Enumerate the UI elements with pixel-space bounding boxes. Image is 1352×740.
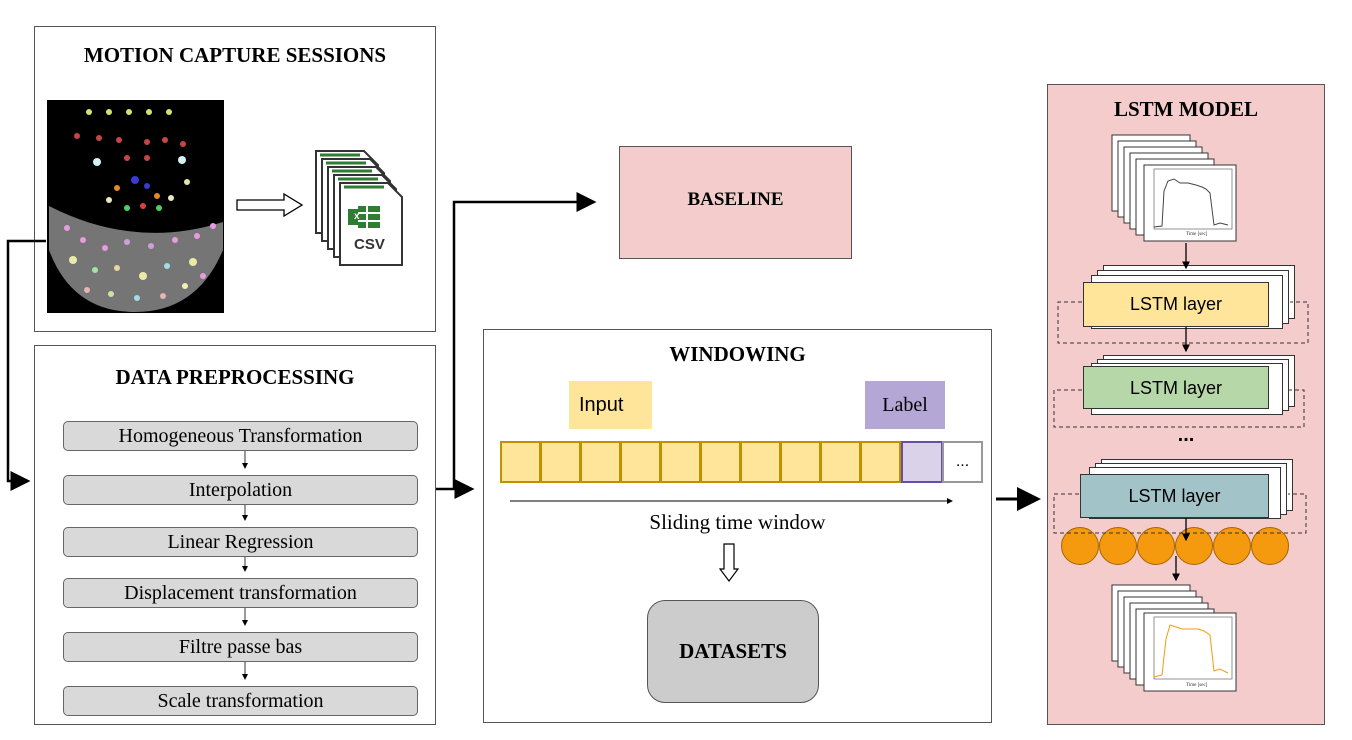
windowing-panel: WINDOWING Input Label ... Sliding time w… <box>483 329 992 723</box>
svg-text:x: x <box>354 211 360 222</box>
input-cell <box>660 441 701 483</box>
datasets-label: DATASETS <box>679 639 787 663</box>
datasets-box: DATASETS <box>647 600 819 703</box>
step-scale-transformation: Scale transformation <box>63 686 418 716</box>
ellipsis-text: ... <box>955 453 970 470</box>
mocap-markers-graphic <box>49 109 223 312</box>
hollow-arrow-down-icon <box>719 543 739 582</box>
motion-capture-image <box>47 100 224 313</box>
output-signal-plots: Time [sec] <box>1110 583 1240 695</box>
sliding-window-label: Sliding time window <box>649 510 826 534</box>
step-displacement-transformation: Displacement transformation <box>63 578 418 608</box>
lstm-model-title: LSTM MODEL <box>1113 97 1259 121</box>
hollow-arrow-right-icon <box>236 193 304 217</box>
input-signal-plots: Time [sec] <box>1110 133 1240 243</box>
preprocessing-title: DATA PREPROCESSING <box>115 365 355 389</box>
step-homogeneous-transformation: Homogeneous Transformation <box>63 421 418 451</box>
csv-label: CSV <box>354 236 385 253</box>
label-label: Label <box>865 381 945 429</box>
ellipsis-cell: ... <box>942 441 983 483</box>
step-interpolation: Interpolation <box>63 475 418 505</box>
time-window-strip: ... <box>500 441 983 483</box>
lstm-layer-3: LSTM layer <box>1080 474 1269 518</box>
input-cell <box>780 441 821 483</box>
windowing-title: WINDOWING <box>669 342 806 366</box>
lstm-ellipsis: ... <box>1177 424 1195 446</box>
output-node <box>1061 527 1099 565</box>
step-filtre-passe-bas: Filtre passe bas <box>63 632 418 662</box>
lstm-model-panel: LSTM MODEL Time [sec] LSTM layer LSTM la… <box>1047 84 1325 725</box>
input-plot-axis-label: Time [sec] <box>1186 232 1208 237</box>
lstm-layer-1: LSTM layer <box>1083 282 1269 327</box>
step-linear-regression: Linear Regression <box>63 527 418 557</box>
preprocessing-to-baseline-arrow <box>452 192 597 489</box>
input-cell <box>500 441 541 483</box>
input-cell <box>620 441 661 483</box>
input-cell <box>740 441 781 483</box>
motion-capture-title: MOTION CAPTURE SESSIONS <box>83 43 387 67</box>
input-cell <box>860 441 901 483</box>
input-label: Input <box>569 381 652 429</box>
mocap-to-preprocessing-arrow <box>6 239 46 491</box>
input-cell <box>700 441 741 483</box>
output-plot-axis-label: Time [sec] <box>1186 683 1208 688</box>
csv-files-icon: x CSV <box>314 149 406 267</box>
lstm-layer-2: LSTM layer <box>1083 366 1269 409</box>
preprocessing-panel: DATA PREPROCESSING Homogeneous Transform… <box>34 345 436 725</box>
baseline-box: BASELINE <box>619 146 852 259</box>
motion-capture-panel: MOTION CAPTURE SESSIONS <box>34 26 436 332</box>
baseline-title: BASELINE <box>687 189 784 210</box>
